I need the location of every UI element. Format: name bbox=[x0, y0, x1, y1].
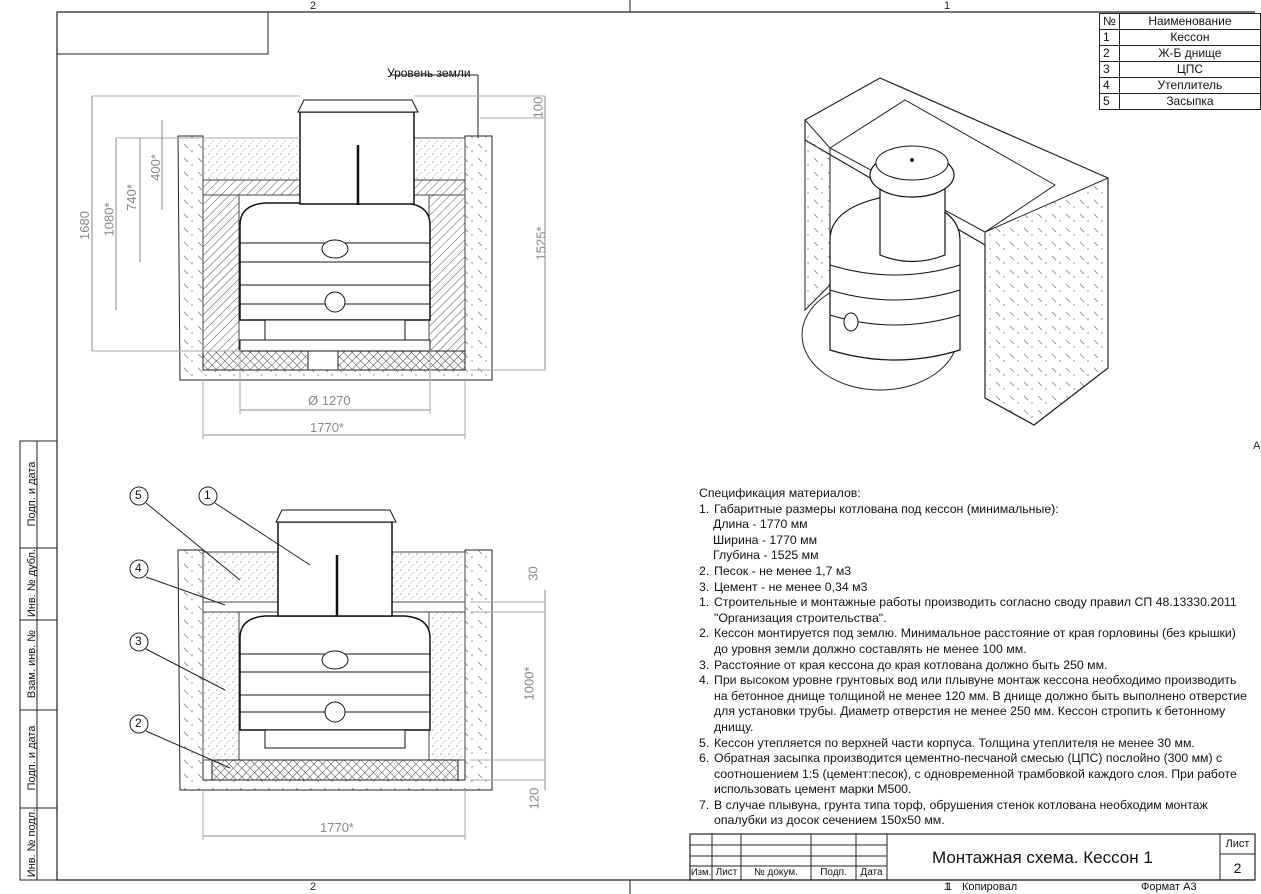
dim-1770-bottom: 1770* bbox=[320, 820, 354, 835]
dim-1000: 1000* bbox=[521, 666, 537, 701]
note-item: 4. При высоком уровне грунтовых вод или п… bbox=[699, 673, 1249, 735]
note-item: 2. Кессон монтируется под землю. Минималь… bbox=[699, 626, 1249, 657]
note-item: 1. Строительные и монтажные работы произв… bbox=[699, 595, 1249, 626]
sheet-value: 2 bbox=[1233, 860, 1242, 876]
note-item: 3. Расстояние от края кессона до края кот… bbox=[699, 658, 1249, 674]
dim-1680: 1680 bbox=[76, 211, 92, 240]
note-text: Песок - не менее 1,7 м3 bbox=[714, 563, 852, 578]
note-item: 6. Обратная засыпка производится цементно… bbox=[699, 751, 1249, 798]
note-sub: Глубина - 1525 мм bbox=[713, 548, 819, 563]
dim-740: 740* bbox=[123, 184, 139, 211]
header-name: Наименование bbox=[1118, 13, 1261, 30]
zone-top-right: 1 bbox=[944, 0, 951, 12]
callout-4: 4 bbox=[135, 561, 142, 575]
copied-label: Копировал bbox=[962, 881, 1018, 893]
zone-bottom-left: 2 bbox=[310, 881, 317, 893]
zone-top-left: 2 bbox=[310, 0, 317, 12]
row-num: 5 bbox=[1099, 93, 1120, 110]
side-label-orig-inv: Инв. № подл. bbox=[26, 808, 38, 878]
dim-1270: Ø 1270 bbox=[308, 393, 351, 408]
notes-title: Спецификация материалов: bbox=[699, 486, 861, 500]
note-num: 2. bbox=[699, 626, 710, 641]
header-num: № bbox=[1099, 13, 1120, 30]
note-text: Цемент - не менее 0,34 м3 bbox=[714, 579, 868, 594]
note-num: 2. bbox=[699, 563, 710, 578]
note-text: Кессон утепляется по верхней части корпу… bbox=[714, 735, 1195, 750]
drawing-title: Монтажная схема. Кессон 1 bbox=[932, 848, 1153, 867]
note-num: 7. bbox=[699, 797, 710, 812]
note-sub: Длина - 1770 мм bbox=[713, 517, 808, 532]
note-num: 3. bbox=[699, 657, 710, 672]
side-label-sign-date-2: Подп. и дата bbox=[26, 725, 38, 791]
section-view-top bbox=[91, 74, 546, 439]
note-item: 3. Цемент - не менее 0,34 м3 bbox=[699, 580, 1249, 596]
tb-col-list: Лист bbox=[715, 867, 738, 878]
row-name: ЦПС bbox=[1118, 61, 1261, 78]
sheet-label: Лист bbox=[1225, 838, 1250, 850]
isometric-view bbox=[801, 77, 1109, 426]
note-item: 5. Кессон утепляется по верхней части кор… bbox=[699, 736, 1249, 752]
side-label-replace-inv: Взам. инв. № bbox=[26, 629, 38, 699]
ground-level-label: Уровень земли bbox=[387, 66, 471, 80]
note-num: 6. bbox=[699, 751, 710, 766]
row-num: 1 bbox=[1099, 29, 1120, 46]
dim-100: 100 bbox=[530, 96, 546, 119]
callout-3: 3 bbox=[135, 634, 142, 648]
note-num: 1. bbox=[699, 595, 710, 610]
tb-col-sign: Подп. bbox=[820, 867, 847, 878]
note-text: Строительные и монтажные работы производ… bbox=[714, 595, 1237, 625]
tb-col-doc: № докум. bbox=[754, 867, 798, 878]
row-num: 3 bbox=[1099, 61, 1120, 78]
note-item: 1. Габаритные размеры котлована под кессо… bbox=[699, 502, 1249, 518]
note-text: Габаритные размеры котлована под кессон … bbox=[714, 501, 1059, 516]
note-text: Расстояние от края кессона до края котло… bbox=[714, 657, 1108, 672]
section-view-bottom bbox=[129, 486, 546, 840]
row-name: Засыпка bbox=[1118, 93, 1261, 110]
materials-spec-notes: Спецификация материалов: 1. Габаритные ра… bbox=[699, 486, 1249, 829]
row-name: Ж-Б днище bbox=[1118, 45, 1261, 62]
dim-120: 120 bbox=[526, 787, 542, 810]
note-num: 1. bbox=[699, 501, 710, 516]
dim-400: 400* bbox=[147, 154, 163, 181]
note-text: Кессон монтируется под землю. Минимально… bbox=[714, 626, 1236, 656]
note-item: 7. В случае плывуна, грунта типа торф, об… bbox=[699, 798, 1249, 829]
row-name: Утеплитель bbox=[1118, 77, 1261, 94]
callout-5: 5 bbox=[135, 488, 142, 502]
note-num: 4. bbox=[699, 673, 710, 688]
side-label-dup-inv: Инв. № дубл. bbox=[26, 548, 38, 618]
row-num: 4 bbox=[1099, 77, 1120, 94]
copied-num: 1 bbox=[946, 881, 953, 893]
side-label-sign-date-1: Подп. и дата bbox=[26, 461, 38, 527]
dim-1525: 1525* bbox=[533, 226, 549, 261]
zone-bottom-right: 1 bbox=[944, 881, 951, 893]
row-name: Кессон bbox=[1118, 29, 1261, 46]
note-text: Обратная засыпка производится цементно-п… bbox=[714, 751, 1237, 797]
callout-2: 2 bbox=[135, 716, 142, 730]
dim-1080: 1080* bbox=[101, 202, 117, 237]
row-num: 2 bbox=[1099, 45, 1120, 62]
dim-1770-top: 1770* bbox=[310, 420, 344, 435]
note-num: 3. bbox=[699, 579, 710, 594]
callout-1: 1 bbox=[204, 488, 211, 502]
parts-table-header: № Наименование bbox=[1099, 13, 1261, 30]
note-item: 2. Песок - не менее 1,7 м3 bbox=[699, 564, 1249, 580]
tb-col-izm: Изм. bbox=[690, 867, 712, 878]
note-num: 5. bbox=[699, 735, 710, 750]
note-text: При высоком уровне грунтовых вод или плы… bbox=[714, 673, 1247, 734]
dim-30: 30 bbox=[525, 566, 541, 581]
zone-right-edge: A bbox=[1253, 440, 1261, 452]
tb-col-date: Дата bbox=[860, 867, 883, 878]
note-sub: Ширина - 1770 мм bbox=[713, 532, 818, 547]
format-label: Формат А3 bbox=[1141, 881, 1197, 893]
note-text: В случае плывуна, грунта типа торф, обру… bbox=[714, 797, 1208, 828]
